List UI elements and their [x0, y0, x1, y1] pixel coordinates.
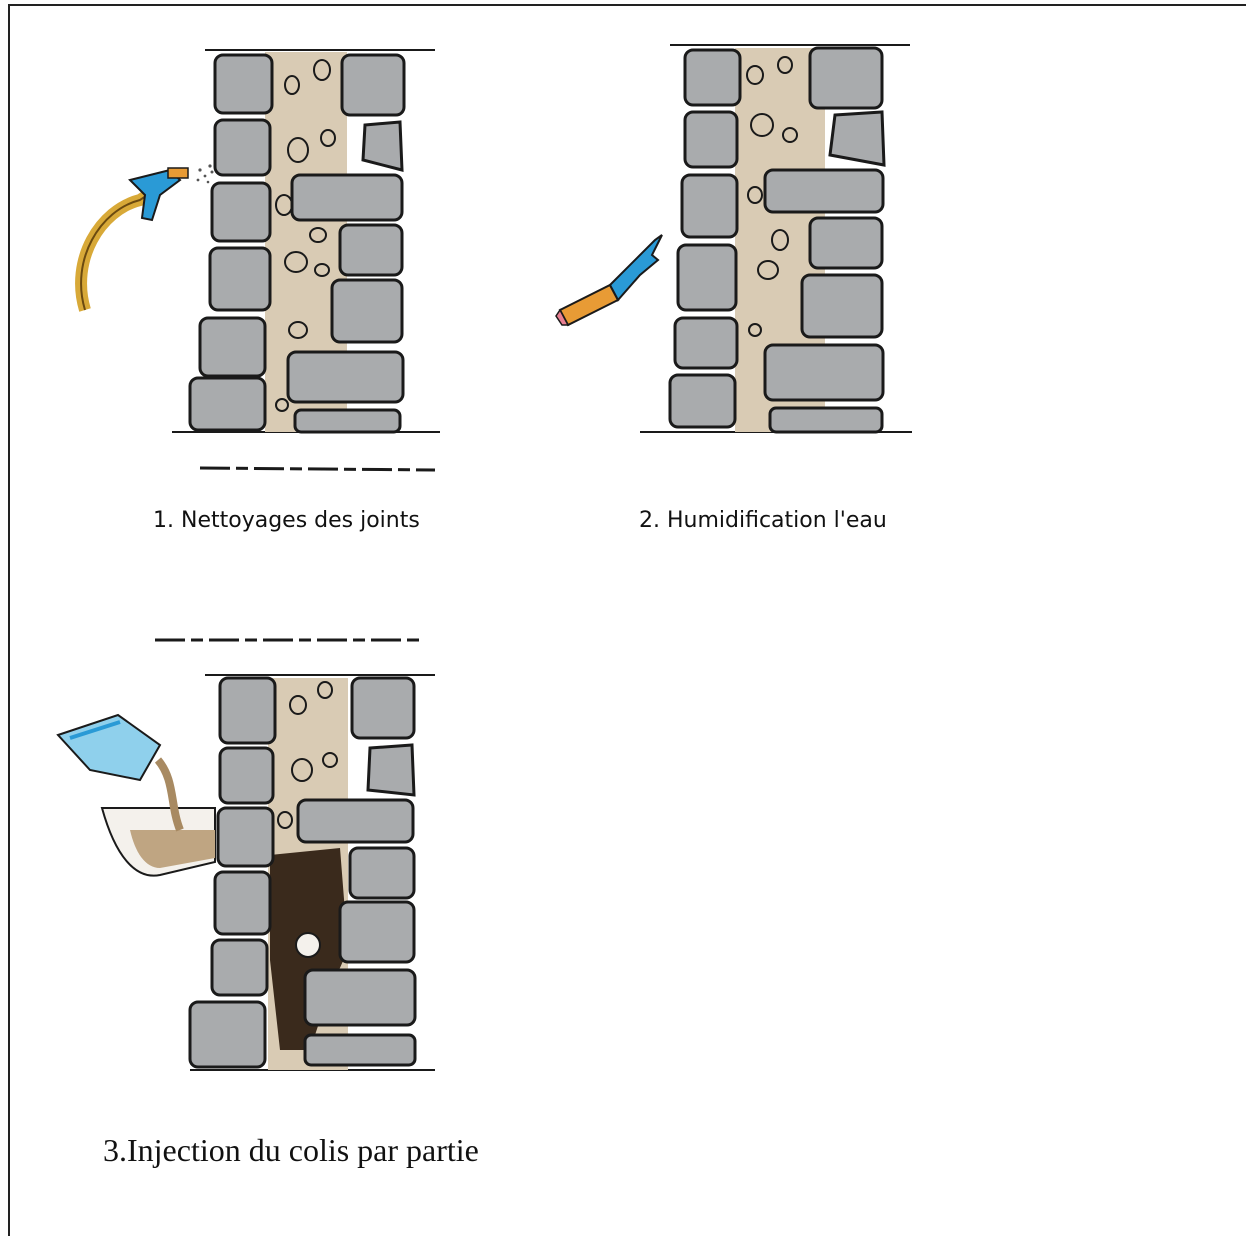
step-2-caption: 2. Humidification l'eau [639, 508, 887, 533]
wall-humidification-illustration [540, 30, 940, 480]
frame-top-border [8, 4, 1246, 6]
wall-cleaning-illustration [60, 30, 460, 480]
frame-left-border [8, 4, 10, 1236]
wall-injection-illustration [40, 630, 460, 1080]
step-1-caption: 1. Nettoyages des joints [153, 508, 420, 533]
step-3-caption: 3.Injection du colis par partie [103, 1132, 479, 1169]
